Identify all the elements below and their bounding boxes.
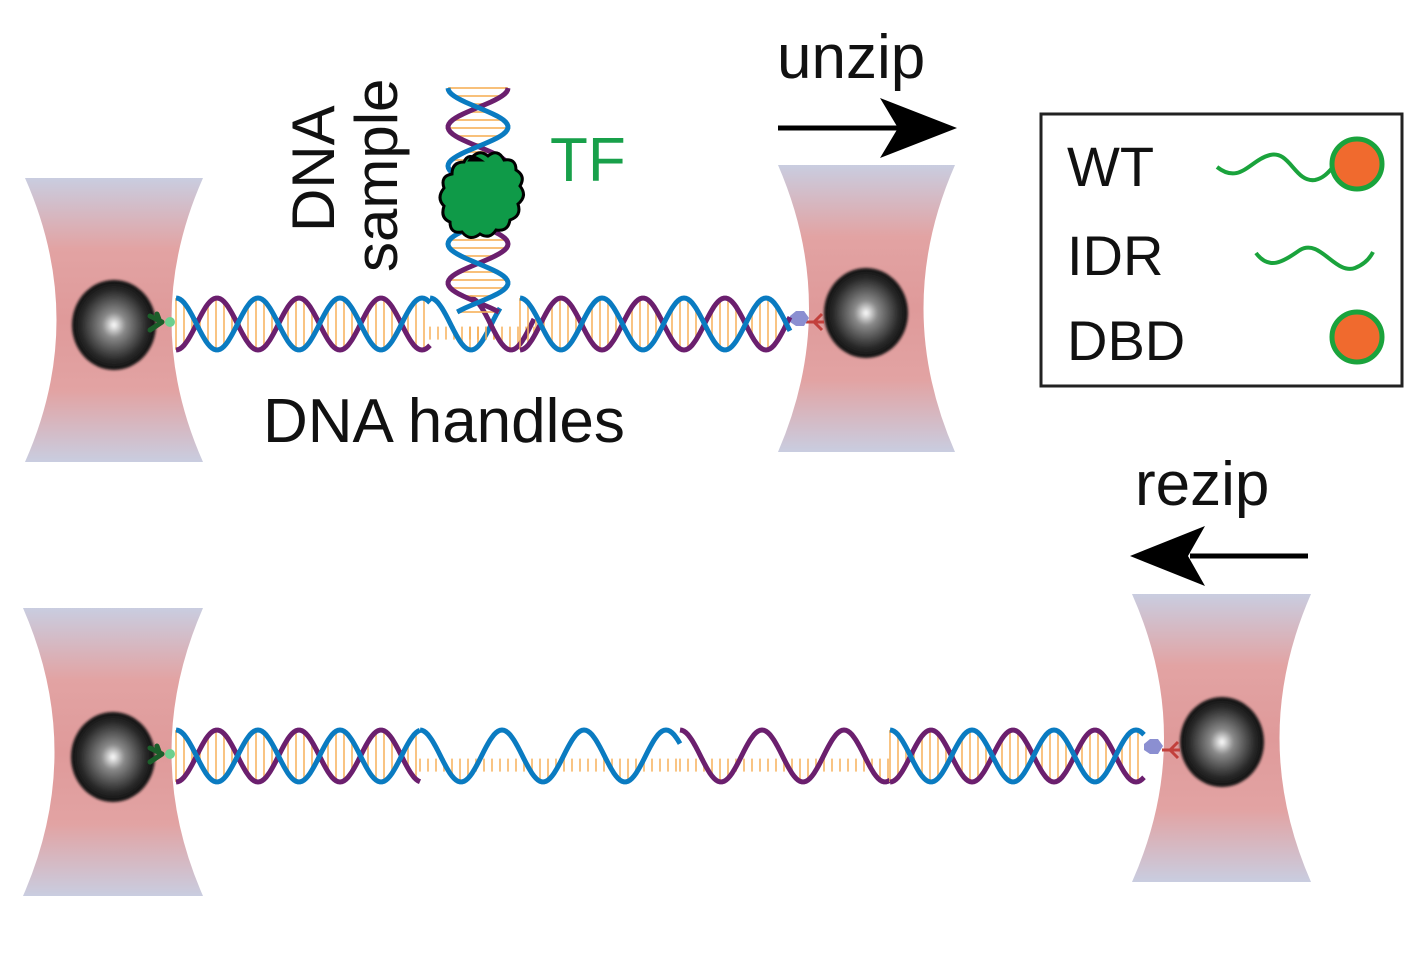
panel-bottom-rezip: rezip <box>23 450 1311 896</box>
strand-blue <box>175 727 422 785</box>
strand-blue <box>889 727 1146 785</box>
unzip-arrow-icon <box>778 98 957 158</box>
legend-label-dbd: DBD <box>1067 309 1185 372</box>
strand-purple <box>175 295 432 353</box>
idr-wavy-line-icon <box>1254 245 1375 271</box>
strand-blue-single <box>429 295 503 353</box>
tf-label: TF <box>550 126 626 195</box>
dna-handles-label: DNA handles <box>263 387 625 456</box>
dna-sample-label-line2: sample <box>343 79 410 272</box>
strand-blue-single <box>419 727 683 785</box>
dna-helix-top <box>175 295 793 353</box>
rezip-arrow-icon <box>1130 526 1308 586</box>
bead-bottom-right <box>1180 697 1264 787</box>
strand-blue <box>519 295 793 353</box>
unzip-label: unzip <box>777 23 925 92</box>
left-linker-icon <box>147 743 175 765</box>
legend: WT IDR DBD <box>1039 112 1404 388</box>
legend-label-idr: IDR <box>1067 224 1163 287</box>
bead-top-right <box>824 268 908 358</box>
bead-bottom-left <box>71 712 155 802</box>
bead-top-left <box>72 280 156 370</box>
wt-idr-with-dbd-icon <box>1215 136 1385 192</box>
dna-sample-label-line1: DNA <box>280 105 347 232</box>
tf-protein-icon <box>438 151 525 239</box>
right-linker-icon <box>1144 739 1180 760</box>
dna-helix-bottom <box>175 727 1146 785</box>
left-linker-icon <box>147 311 175 333</box>
rezip-label: rezip <box>1135 450 1269 519</box>
strand-blue <box>175 295 432 353</box>
panel-top-unzip: TF DNA sample DNA handles unzip WT IDR D… <box>25 23 1404 462</box>
strand-purple <box>889 727 1146 785</box>
right-linker-icon <box>790 311 824 332</box>
strand-purple <box>175 727 422 785</box>
dbd-circle-icon <box>1329 309 1385 365</box>
legend-label-wt: WT <box>1067 135 1154 198</box>
strand-purple-single <box>679 727 892 785</box>
